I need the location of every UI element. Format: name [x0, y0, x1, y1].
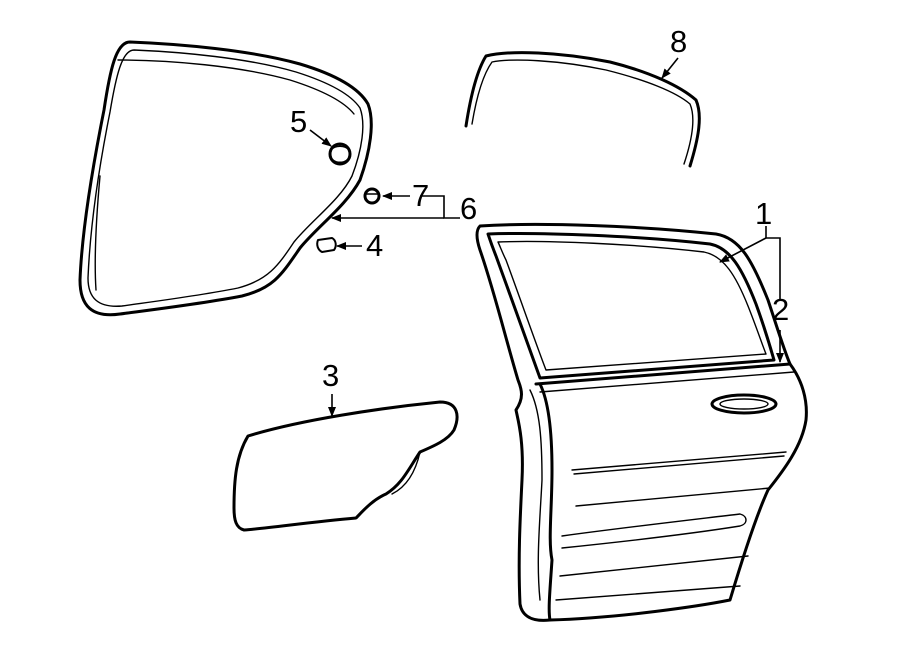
leader-lines — [309, 57, 784, 417]
small-clip — [363, 187, 381, 205]
callout-2: 2 — [772, 292, 789, 327]
callout-3: 3 — [322, 358, 339, 393]
callout-8: 8 — [670, 24, 687, 59]
leader-5 — [309, 129, 332, 147]
callout-4: 4 — [366, 228, 383, 263]
retainer-clip — [316, 237, 337, 253]
leader-8 — [661, 57, 679, 79]
callout-1: 1 — [755, 196, 772, 231]
door-inner-shield — [232, 400, 459, 532]
callout-7: 7 — [412, 178, 429, 213]
roof-molding — [464, 51, 701, 168]
bracket-6 — [420, 195, 460, 219]
door-opening-weatherstrip — [78, 40, 373, 317]
bracket-1 — [765, 226, 781, 300]
rear-door-shell — [475, 222, 808, 622]
push-retainer-clip — [328, 142, 352, 166]
callout-5: 5 — [290, 104, 307, 139]
callout-6: 6 — [460, 191, 477, 226]
leader-1 — [719, 237, 767, 263]
callout-labels: 5 7 6 4 8 1 2 3 — [290, 24, 789, 393]
